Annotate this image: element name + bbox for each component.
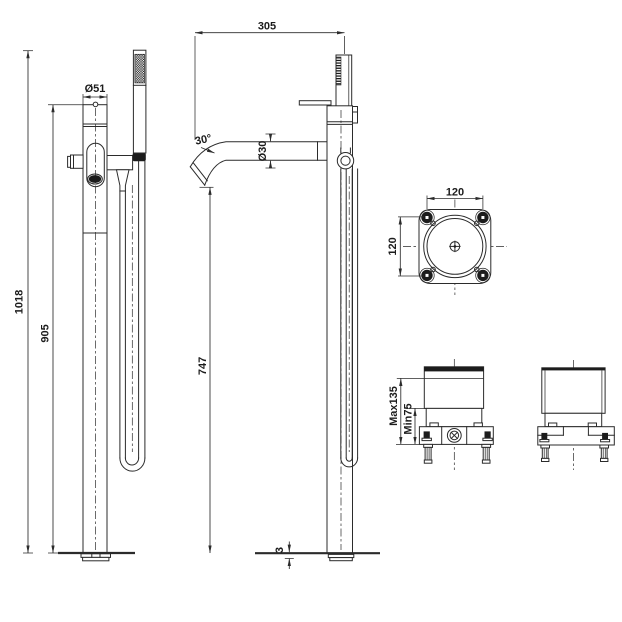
base-cylinder-front (423, 366, 485, 409)
mounting-base-front-view: Max135 Min75 (388, 359, 494, 470)
base-side-bolts-side (539, 432, 611, 443)
dim-cap-diameter: Ø51 (85, 83, 106, 95)
dim-min-depth: Min75 (403, 403, 415, 434)
spout-height-dimension: 747 (197, 186, 214, 554)
base-cylinder-side (541, 367, 606, 414)
hand-shower-front (132, 49, 147, 154)
flange-holes (430, 220, 480, 273)
dim-plate-height: 3 (274, 547, 286, 553)
mounting-base-side-view (537, 360, 615, 470)
spout-reach-dimension: 305 (194, 21, 345, 140)
dim-column-height: 905 (40, 324, 52, 342)
dim-max-depth: Max135 (388, 386, 400, 426)
spout-outlet (88, 175, 102, 183)
base-legs-front (423, 443, 492, 464)
side-view-drawing: 305 30° (189, 21, 380, 569)
spout-outlet-rim (87, 173, 103, 185)
plate-height-dimension: 3 (274, 541, 294, 569)
control-handle (67, 154, 84, 169)
flange-width-dimension: 120 (426, 186, 484, 209)
dim-spout-angle: 30° (194, 132, 213, 147)
overall-height-dimension: 1018 (14, 50, 33, 554)
flange-inner-circle (426, 218, 484, 275)
handshower-holder-arm (106, 155, 134, 171)
column-height-dimension: 905 (40, 104, 84, 554)
corner-screws (419, 209, 491, 283)
mixer-column-side (326, 105, 353, 554)
top-knob (92, 101, 99, 108)
dim-spout-reach: 305 (258, 21, 276, 33)
min-depth-dimension: Min75 (403, 403, 427, 445)
spout-side (189, 141, 328, 186)
flange-height-dimension: 120 (387, 216, 424, 277)
base-top-band (424, 366, 484, 372)
shower-hose-side (340, 168, 359, 468)
base-plate-side (327, 553, 355, 562)
dim-spout-height: 747 (197, 357, 209, 375)
lever-handle (298, 100, 332, 106)
flange-top-view: 120 120 (387, 186, 507, 295)
max-depth-dimension: Max135 (388, 378, 425, 445)
handshower-elbow (132, 152, 146, 162)
shower-head-face-side (335, 56, 342, 86)
cap-diameter-dimension: Ø51 (82, 83, 108, 105)
spout-diameter-dimension: Ø30 (257, 133, 276, 169)
hose-cone-nut (115, 169, 130, 192)
flange-outer-circle (423, 214, 487, 279)
spout-recess (86, 142, 105, 188)
base-bracket-side (537, 426, 615, 446)
hose-ball-joint (336, 152, 355, 170)
dim-spout-diameter: Ø30 (257, 141, 269, 162)
dim-flange-height: 120 (387, 237, 399, 255)
spout-angle-dimension: 30° (194, 132, 215, 154)
shower-head-face (134, 53, 145, 84)
base-center-screw (446, 428, 462, 443)
holder-hook-side (352, 106, 358, 124)
shower-hose-front (119, 160, 146, 472)
dim-flange-width: 120 (446, 186, 464, 198)
base-plate-front (80, 553, 111, 562)
base-side-bolts-front (421, 431, 493, 442)
base-legs-side (540, 444, 610, 462)
front-view-drawing: 1018 905 Ø51 (14, 49, 147, 562)
center-screw (449, 240, 461, 253)
dim-overall-height: 1018 (14, 290, 26, 314)
